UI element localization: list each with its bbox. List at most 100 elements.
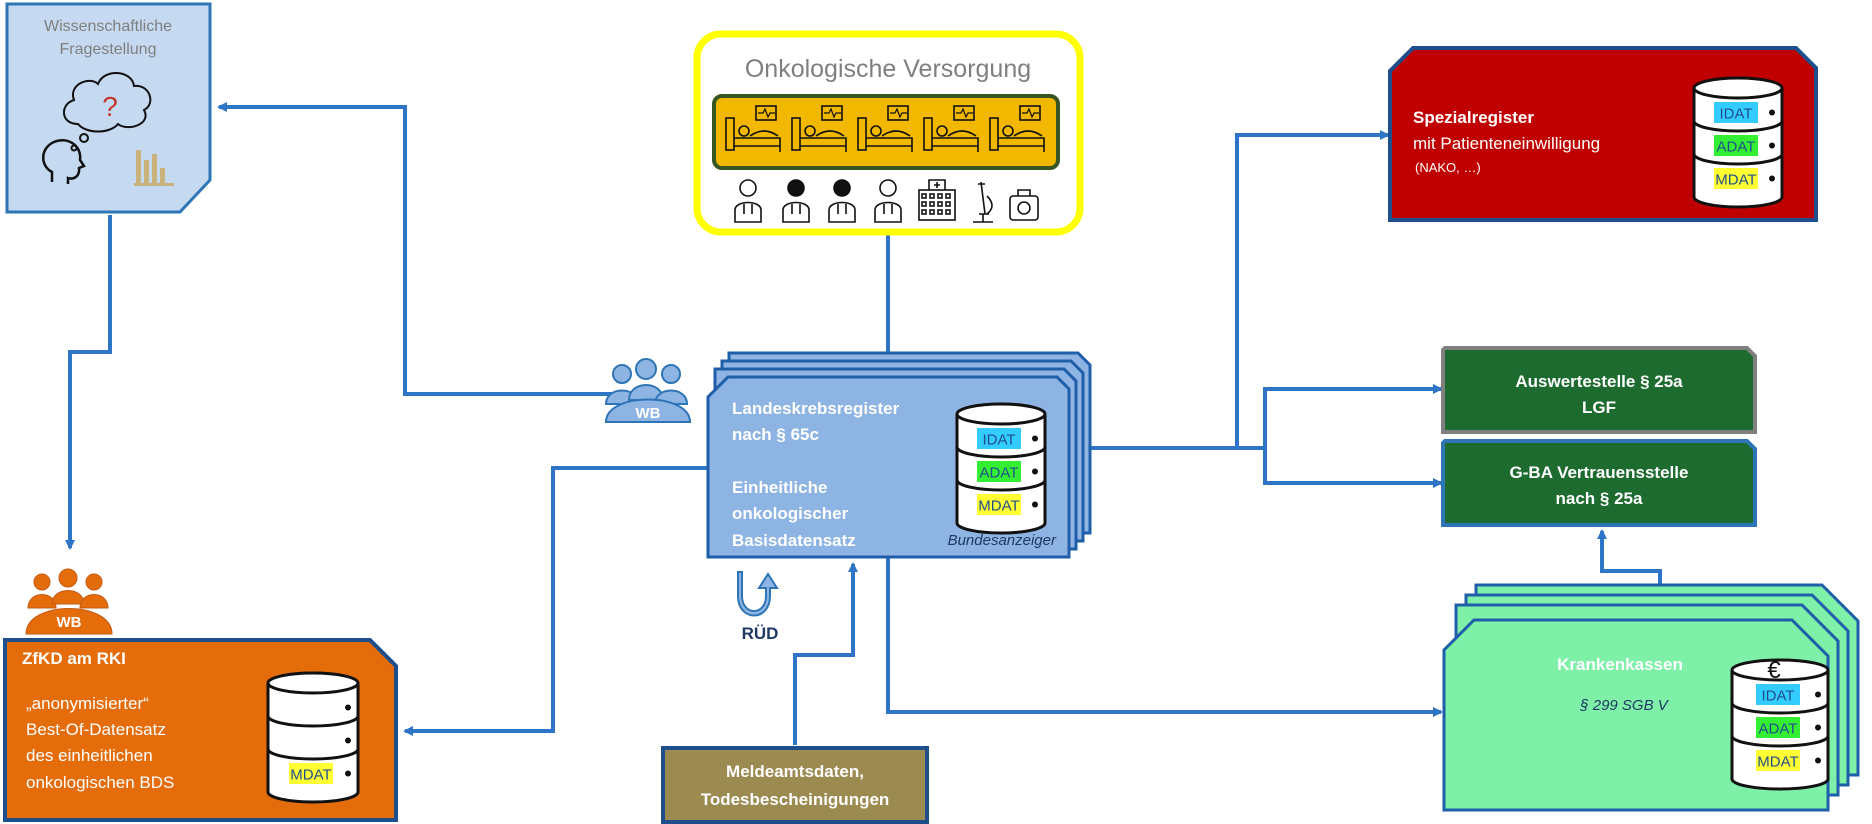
- auswert-line2: LGF: [1582, 398, 1616, 417]
- zfkd-title: ZfKD am RKI: [22, 649, 126, 668]
- care-staff-icons: [734, 179, 1039, 223]
- db-led-dot: [1032, 435, 1038, 442]
- arrow-landes-to-wissenschaft: [217, 102, 612, 396]
- question-mark-icon: ?: [102, 91, 118, 122]
- landes-line4: onkologischer: [732, 504, 849, 523]
- arrow-landes-to-zfkd: [403, 466, 708, 736]
- mdat-badge-bg: [1714, 168, 1758, 189]
- idat-badge: IDAT: [982, 432, 1015, 449]
- arrow-to-auswert: [1263, 384, 1443, 448]
- mdat-badge-bg: [289, 763, 333, 784]
- versorgung-title: Onkologische Versorgung: [745, 55, 1031, 83]
- meldeamt-box: Meldeamtsdaten, Todesbescheinigungen: [661, 746, 929, 824]
- landes-line5: Basisdatensatz: [732, 531, 856, 550]
- wissenschaft-box: Wissenschaftliche Fragestellung ?: [5, 2, 212, 214]
- zfkd-line1: „anonymisierter“: [26, 694, 149, 713]
- bar-chart-icon: [134, 150, 174, 186]
- arrow-landes-to-kranken: [886, 558, 1443, 717]
- rued-loop: RÜD: [737, 571, 779, 643]
- nurse-icon: [828, 179, 856, 223]
- kranken-subtitle: § 299 SGB V: [1579, 697, 1670, 714]
- mdat-badge: MDAT: [290, 767, 331, 784]
- arrow-to-spezial: [1235, 130, 1390, 448]
- db-led-dot: [345, 770, 351, 777]
- db-led-dot: [1769, 175, 1775, 182]
- u-turn-arrow-icon: [737, 571, 779, 617]
- adat-badge: ADAT: [1717, 139, 1756, 156]
- rued-label: RÜD: [742, 624, 779, 643]
- melde-line2: Todesbescheinigungen: [701, 790, 890, 809]
- arrow-to-gba: [1263, 448, 1443, 488]
- idat-badge-bg: [1756, 684, 1800, 705]
- bed-icon: [923, 105, 979, 152]
- spezialregister-box: Spezialregister mit Patienteneinwilligun…: [1388, 46, 1818, 222]
- kranken-database-icon: IDAT ADAT MDAT: [1730, 658, 1830, 791]
- landes-database-icon: IDAT ADAT MDAT: [955, 402, 1047, 535]
- adat-badge-bg: [1714, 135, 1758, 156]
- wb-group-orange: WB: [25, 568, 113, 635]
- db-led-dot: [1815, 724, 1821, 731]
- wissenschaft-line2: Fragestellung: [60, 41, 157, 58]
- first-aid-kit-icon: [1009, 189, 1039, 221]
- idat-badge-bg: [1714, 102, 1758, 123]
- adat-badge-bg: [977, 461, 1021, 482]
- db-led-dot: [1815, 757, 1821, 764]
- zfkd-line2: Best-Of-Datensatz: [26, 720, 166, 739]
- landeskrebsregister-box: Landeskrebsregister nach § 65c Einheitli…: [706, 351, 1092, 559]
- bed-icon: [791, 105, 847, 152]
- microscope-icon: [973, 181, 993, 223]
- doctor-female-icon: [782, 179, 810, 223]
- bed-icon: [857, 105, 913, 152]
- mdat-badge: MDAT: [978, 498, 1019, 515]
- thinking-head-icon: [42, 139, 86, 184]
- spezial-line3: (NAKO, …): [1415, 160, 1481, 175]
- adat-badge: ADAT: [1759, 721, 1798, 738]
- idat-badge: IDAT: [1719, 106, 1752, 123]
- mdat-badge-bg: [1756, 750, 1800, 771]
- db-led-dot: [1769, 142, 1775, 149]
- db-led-dot: [1815, 691, 1821, 698]
- zfkd-line4: onkologischen BDS: [26, 773, 174, 792]
- connectors: [65, 102, 1662, 745]
- db-led-dot: [1769, 109, 1775, 116]
- wb-label-blue: WB: [636, 405, 661, 422]
- bed-icon: [989, 105, 1045, 152]
- doctor-icon: [734, 179, 762, 223]
- idat-badge-bg: [977, 428, 1021, 449]
- bed-icon: [725, 105, 781, 152]
- db-led-dot: [345, 737, 351, 744]
- mdat-badge: MDAT: [1715, 172, 1756, 189]
- arrow-wissenschaft-to-wb: [65, 215, 112, 550]
- idat-badge: IDAT: [1761, 688, 1794, 705]
- melde-line1: Meldeamtsdaten,: [726, 762, 864, 781]
- landes-footnote: Bundesanzeiger: [948, 532, 1057, 549]
- wb-group-blue: WB: [604, 358, 692, 423]
- zfkd-box: ZfKD am RKI „anonymisierter“ Best-Of-Dat…: [3, 638, 398, 822]
- mdat-badge-bg: [977, 494, 1021, 515]
- nurse-female-icon: [874, 179, 902, 223]
- db-led-dot: [345, 704, 351, 711]
- patient-beds: [725, 105, 1045, 152]
- landes-line2: nach § 65c: [732, 425, 819, 444]
- landes-line3: Einheitliche: [732, 478, 827, 497]
- mdat-badge: MDAT: [1757, 754, 1798, 771]
- wissenschaft-line1: Wissenschaftliche: [44, 18, 172, 35]
- db-led-dot: [1032, 501, 1038, 508]
- adat-badge: ADAT: [980, 465, 1019, 482]
- zfkd-database-icon: MDAT: [266, 671, 360, 804]
- gba-line2: nach § 25a: [1556, 489, 1643, 508]
- spezial-database-icon: IDAT ADAT MDAT: [1692, 76, 1784, 209]
- spezial-line2: mit Patienteneinwilligung: [1413, 134, 1600, 153]
- hospital-icon: [918, 179, 956, 221]
- wb-label-orange: WB: [57, 614, 82, 631]
- versorgung-box: Onkologische Versorgung: [693, 30, 1084, 236]
- zfkd-line3: des einheitlichen: [26, 746, 153, 765]
- gba-box: G-BA Vertrauensstelle nach § 25a: [1441, 439, 1757, 527]
- auswertestelle-box: Auswertestelle § 25a LGF: [1441, 346, 1757, 434]
- euro-symbol: €: [1767, 657, 1781, 684]
- db-led-dot: [1032, 468, 1038, 475]
- spezial-title: Spezialregister: [1413, 108, 1534, 127]
- adat-badge-bg: [1756, 717, 1800, 738]
- arrow-melde-to-landes: [793, 562, 858, 745]
